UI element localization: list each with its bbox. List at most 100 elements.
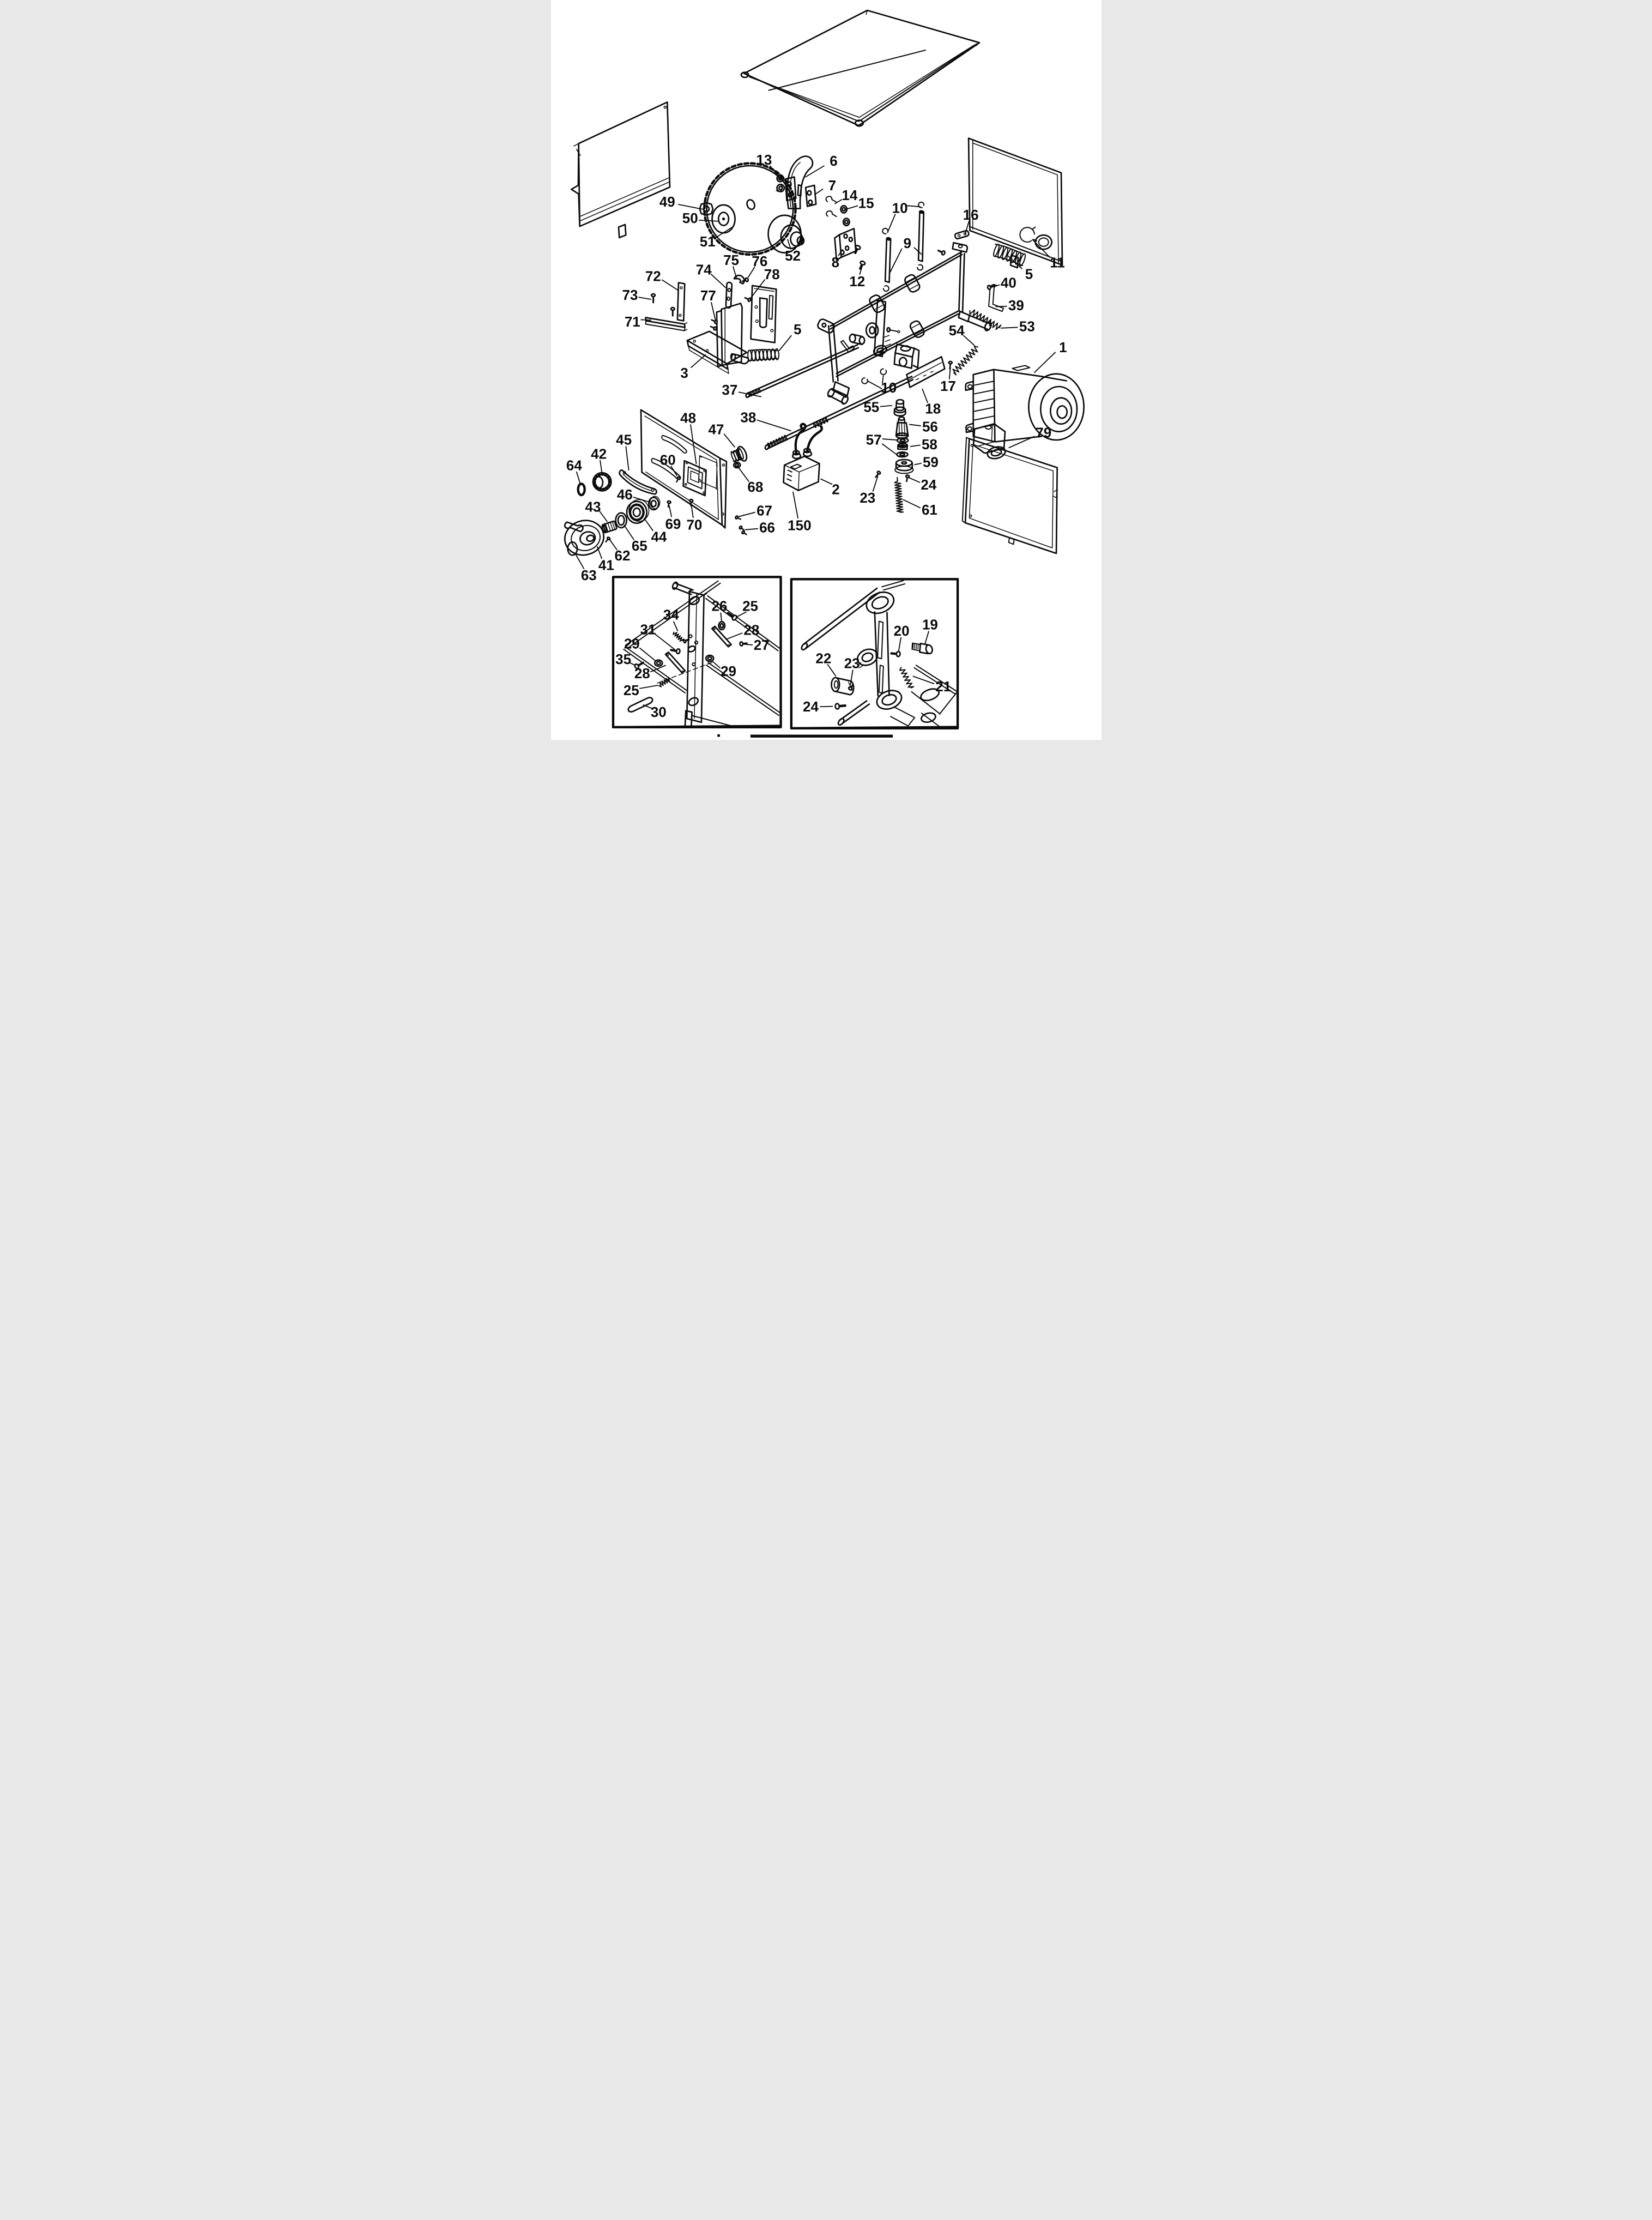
frame-top-cap: [951, 242, 968, 253]
part-label-60: 60: [659, 452, 675, 468]
leader-line: [723, 433, 735, 448]
part-label-17: 17: [940, 378, 955, 394]
footer-tick: [717, 734, 720, 737]
leader-line: [881, 443, 897, 455]
leader-line: [834, 199, 842, 204]
leader-line: [642, 704, 652, 709]
cap-screw-19: [911, 642, 933, 655]
motor-brush-79: [972, 423, 1006, 460]
leader-line: [625, 446, 630, 471]
part-label-14: 14: [842, 187, 857, 203]
part-label-69: 69: [665, 516, 681, 532]
part-label-23: 23: [844, 655, 860, 671]
part-label-54: 54: [948, 322, 964, 339]
switch: [782, 423, 823, 492]
u-slot: [759, 297, 768, 328]
leader-line: [670, 466, 677, 476]
sub-base-assembly-3: [686, 285, 777, 374]
leader-line: [909, 477, 920, 483]
part-label-20: 20: [893, 623, 909, 639]
part-label-70: 70: [686, 517, 702, 533]
motor: [964, 365, 1085, 443]
part-label-66: 66: [759, 520, 775, 536]
leader-line: [575, 554, 584, 570]
part-label-35: 35: [615, 651, 631, 667]
part-label-41: 41: [598, 557, 614, 573]
part-label-5: 5: [793, 321, 801, 337]
part-label-27: 27: [753, 637, 769, 653]
leader-line: [632, 496, 649, 503]
part-label-39: 39: [1008, 297, 1024, 313]
exploded-diagram-canvas: 1367495051521415101611591284039535417273…: [550, 0, 1102, 740]
part-label-40: 40: [1000, 274, 1016, 291]
frame-left-foot: [832, 381, 850, 397]
blade-nut: [699, 202, 713, 216]
panel-slot-upper: [661, 435, 687, 454]
part-label-72: 72: [645, 268, 661, 284]
part-label-7: 7: [828, 177, 836, 194]
leader-line: [738, 511, 755, 517]
part-label-44: 44: [651, 529, 667, 545]
part-label-47: 47: [708, 421, 724, 438]
part-label-23: 23: [860, 490, 875, 506]
leader-line: [910, 444, 921, 447]
leader-line: [820, 478, 832, 485]
part-label-58: 58: [921, 436, 937, 453]
part-label-150: 150: [788, 517, 811, 534]
part-label-25: 25: [742, 598, 758, 614]
leader-line: [599, 460, 602, 473]
part-label-31: 31: [640, 621, 656, 637]
part-label-26: 26: [711, 598, 727, 614]
panel-tab: [618, 224, 627, 239]
insert-plate-48: [682, 460, 707, 497]
leader-line: [743, 643, 753, 646]
part-label-18: 18: [925, 401, 941, 417]
part-label-6: 6: [830, 153, 837, 169]
part-label-51: 51: [699, 233, 715, 250]
spring-61: [893, 476, 904, 513]
leader-line: [609, 539, 618, 551]
riving-washers-13: [775, 174, 785, 192]
leader-line: [719, 612, 722, 622]
leader-line: [948, 367, 951, 379]
leader-line: [889, 248, 903, 273]
leader-line: [710, 301, 716, 321]
part-label-42: 42: [591, 445, 607, 462]
part-label-43: 43: [585, 499, 601, 515]
part-label-22: 22: [815, 650, 831, 667]
leader-line: [858, 265, 863, 275]
leader-line: [596, 546, 602, 559]
part-label-19: 19: [922, 617, 937, 633]
handwheel-41: [564, 520, 604, 556]
part-label-63: 63: [580, 567, 596, 583]
right-side-panel: [967, 137, 1063, 269]
part-label-28: 28: [634, 665, 650, 681]
left-side-panel: [570, 101, 670, 239]
part-label-65: 65: [631, 538, 647, 554]
part-label-59: 59: [922, 454, 938, 470]
part-label-38: 38: [740, 409, 756, 425]
leader-line: [690, 354, 706, 369]
leader-line: [576, 471, 581, 485]
nut-68: [733, 461, 741, 469]
part-label-25: 25: [623, 682, 639, 698]
front-panel: [640, 409, 727, 529]
switch-button: [790, 463, 802, 470]
leader-line: [738, 467, 749, 482]
table-top-panel: [740, 9, 980, 127]
leader-line: [849, 669, 854, 686]
leader-line: [715, 226, 733, 238]
latch-plate-16: [954, 230, 970, 240]
part-label-9: 9: [903, 235, 911, 251]
leader-line: [872, 475, 879, 492]
shaft-37: [745, 344, 859, 399]
guard-slot: [797, 184, 802, 197]
leader-line: [886, 214, 896, 233]
slot-strip-74: [725, 281, 733, 309]
part-label-10: 10: [892, 200, 907, 216]
part-label-30: 30: [650, 704, 666, 720]
wear-plate-18: [905, 356, 946, 388]
leader-line: [964, 220, 970, 234]
part-label-73: 73: [622, 287, 638, 303]
leader-line: [639, 647, 656, 662]
